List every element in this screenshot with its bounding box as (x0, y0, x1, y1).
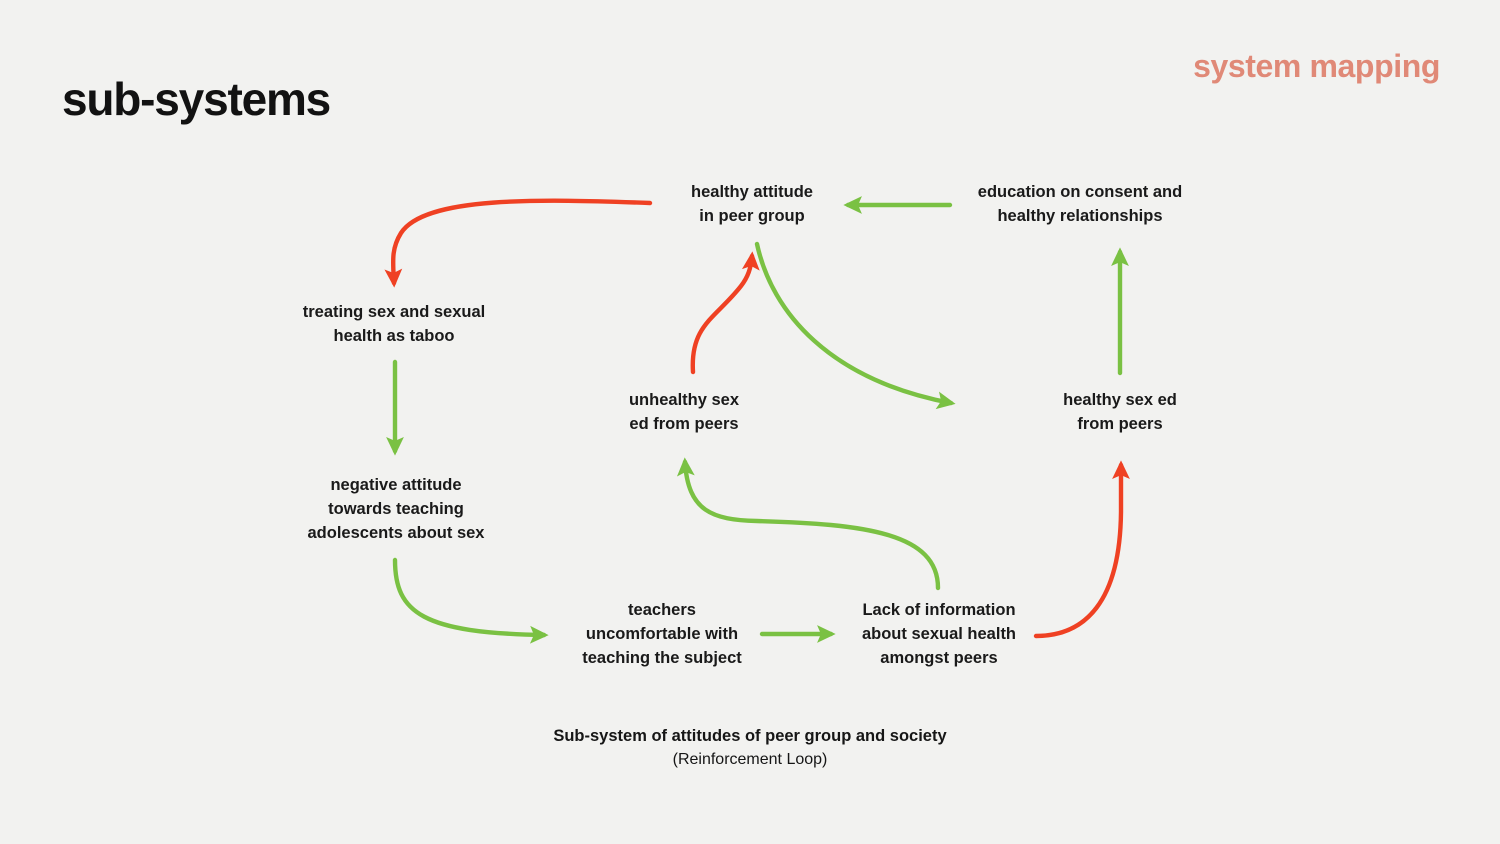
node-treating-sex-as-taboo[interactable]: treating sex and sexual health as taboo (302, 303, 486, 345)
node-healthy-sex-ed-from-peers[interactable]: healthy sex ed from peers (1063, 391, 1177, 433)
link-negative-attitude-to-teachers (392, 557, 549, 644)
link-healthy-attitude-to-healthy-sex-ed (754, 241, 956, 410)
link-healthy-attitude-to-taboo (384, 198, 653, 288)
link-lack-of-information-to-healthy-sex-ed (1033, 460, 1130, 639)
deck-kicker: system mapping (1193, 48, 1440, 84)
page-title: sub-systems (62, 73, 331, 125)
caption-title: Sub-system of attitudes of peer group an… (553, 727, 947, 745)
node-lack-of-information[interactable]: Lack of information about sexual health … (861, 601, 1017, 667)
node-unhealthy-sex-ed-from-peers[interactable]: unhealthy sex ed from peers (628, 391, 740, 433)
node-teachers-uncomfortable[interactable]: teachers uncomfortable with teaching the… (582, 601, 742, 667)
link-lack-of-information-to-unhealthy (676, 457, 941, 591)
node-negative-attitude-towards-teaching[interactable]: negative attitude towards teaching adole… (307, 476, 485, 542)
link-unhealthy-to-healthy-attitude (690, 251, 760, 375)
diagram-caption: Sub-system of attitudes of peer group an… (553, 725, 946, 771)
node-education-on-consent[interactable]: education on consent and healthy relatio… (977, 183, 1183, 225)
caption-subtitle: (Reinforcement Loop) (672, 750, 828, 768)
node-healthy-attitude[interactable]: healthy attitude in peer group (691, 183, 813, 225)
